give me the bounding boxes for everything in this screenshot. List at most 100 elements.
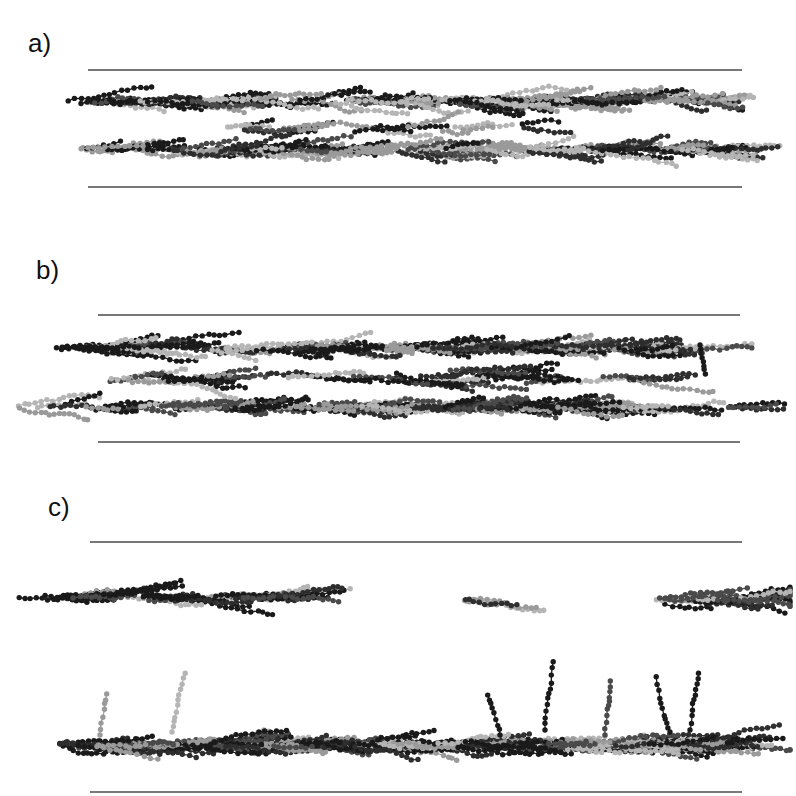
bead xyxy=(349,103,354,108)
bead xyxy=(233,136,238,141)
bead xyxy=(646,156,651,161)
bead xyxy=(727,106,732,111)
bead xyxy=(524,88,529,93)
bead xyxy=(645,96,650,101)
bead xyxy=(751,95,756,100)
bead xyxy=(598,108,603,113)
bead xyxy=(145,99,150,104)
bead xyxy=(316,157,321,162)
bead xyxy=(486,157,491,162)
bead xyxy=(487,110,492,115)
bead xyxy=(633,151,638,156)
bead xyxy=(492,159,497,164)
bead xyxy=(211,97,216,102)
bead xyxy=(226,138,231,143)
bead xyxy=(347,109,352,114)
bead xyxy=(696,142,701,147)
bead xyxy=(463,99,468,104)
bead xyxy=(269,93,274,98)
bead xyxy=(701,143,706,148)
bead xyxy=(405,111,410,116)
bead xyxy=(356,98,361,103)
bead xyxy=(264,96,269,101)
bead xyxy=(498,106,503,111)
bead xyxy=(282,102,287,107)
bead xyxy=(513,101,518,106)
bead xyxy=(662,94,667,99)
bead xyxy=(332,91,337,96)
bead xyxy=(700,93,705,98)
bead xyxy=(640,94,645,99)
bead xyxy=(96,96,101,101)
bead xyxy=(282,93,287,98)
bead xyxy=(263,138,268,143)
bead xyxy=(689,89,694,94)
bead xyxy=(763,145,768,150)
bead xyxy=(289,152,294,157)
bead xyxy=(227,104,232,109)
bead xyxy=(536,102,541,107)
bead xyxy=(658,85,663,90)
bead xyxy=(624,100,629,105)
bead xyxy=(468,100,473,105)
bead xyxy=(510,90,515,95)
bead xyxy=(728,96,733,101)
bead xyxy=(339,93,344,98)
bead xyxy=(372,108,377,113)
bead xyxy=(149,84,154,89)
bead xyxy=(674,164,679,169)
bead xyxy=(625,89,630,94)
bead xyxy=(400,110,405,115)
bead xyxy=(447,98,452,103)
bead xyxy=(252,97,257,102)
bead xyxy=(258,96,263,101)
bead xyxy=(732,96,737,101)
bead xyxy=(297,98,302,103)
bead xyxy=(565,97,570,102)
bead xyxy=(326,157,331,162)
bead xyxy=(185,101,190,106)
bead xyxy=(664,88,669,93)
bead xyxy=(277,100,282,105)
bead xyxy=(430,107,435,112)
bead xyxy=(704,107,709,112)
bead xyxy=(367,89,372,94)
bead-chains xyxy=(16,84,793,763)
bead xyxy=(392,100,397,105)
bead xyxy=(241,110,246,115)
bead xyxy=(78,101,83,106)
bead xyxy=(426,96,431,101)
bead xyxy=(514,109,519,114)
bead xyxy=(210,102,215,107)
bead xyxy=(175,102,180,107)
bead xyxy=(698,100,703,105)
bead xyxy=(546,84,551,89)
bead xyxy=(553,85,558,90)
bead xyxy=(306,105,311,110)
bead xyxy=(651,95,656,100)
bead xyxy=(654,87,659,92)
bead xyxy=(359,106,364,111)
bead xyxy=(220,103,225,108)
bead xyxy=(656,159,661,164)
bead xyxy=(775,144,780,149)
bead xyxy=(664,160,669,165)
bead xyxy=(92,100,97,105)
bead xyxy=(349,97,354,102)
bead xyxy=(398,99,403,104)
bead xyxy=(485,98,490,103)
bead xyxy=(694,92,699,97)
bead xyxy=(633,100,638,105)
bead xyxy=(346,91,351,96)
bead xyxy=(314,92,319,97)
bead xyxy=(658,141,663,146)
bead xyxy=(125,88,130,93)
bead xyxy=(316,106,321,111)
bead xyxy=(268,136,273,141)
bead xyxy=(588,85,593,90)
bead xyxy=(546,102,551,107)
bead xyxy=(507,97,512,102)
bead xyxy=(616,96,621,101)
bead xyxy=(584,99,589,104)
bead xyxy=(99,101,104,106)
